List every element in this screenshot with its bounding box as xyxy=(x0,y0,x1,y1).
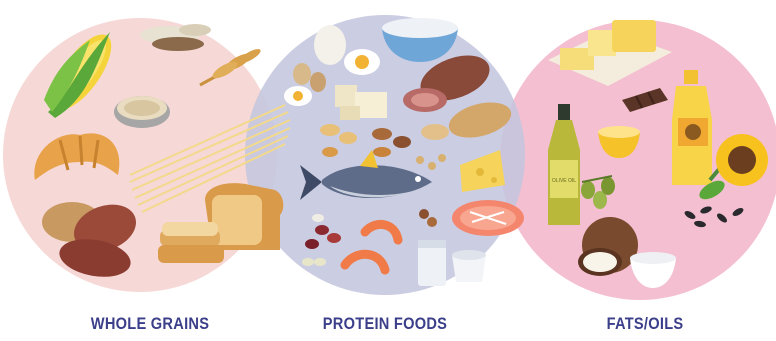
oats-bowl-icon xyxy=(114,96,170,128)
milk-glass-icon xyxy=(418,240,446,286)
potatoes-icon xyxy=(42,196,143,282)
yogurt-cup-icon xyxy=(452,250,486,282)
fats-oils-label: FATS/OILS xyxy=(568,312,723,336)
salmon-steak-icon xyxy=(452,200,524,236)
sunflower-oil-bottle-icon xyxy=(672,70,712,185)
whole-grains-label: WHOLE GRAINS xyxy=(73,312,228,336)
olive-oil-label: OLIVE OIL xyxy=(552,178,576,184)
protein-foods-label: PROTEIN FOODS xyxy=(308,312,463,336)
